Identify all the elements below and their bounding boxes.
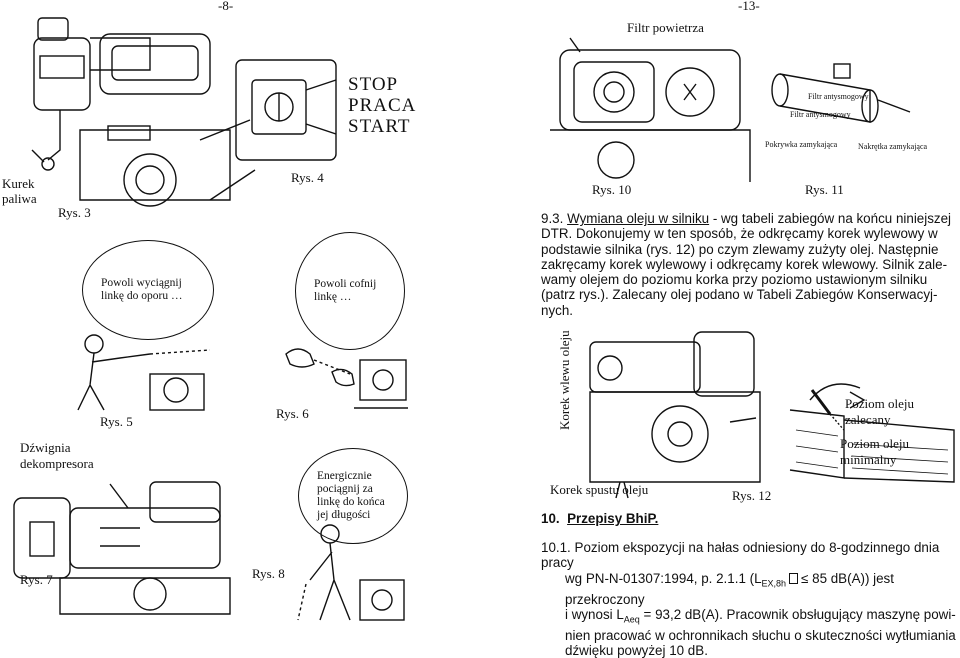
figure-5-caption: Rys. 5 xyxy=(100,414,133,429)
person-pulling-starter-figure xyxy=(77,334,210,411)
engine-air-filter-figure xyxy=(550,37,751,182)
figure-6-caption: Rys. 6 xyxy=(276,406,309,421)
engine-decompressor-figure xyxy=(13,481,231,615)
air-filter-label: Filtr powietrza xyxy=(627,20,704,35)
switch-positions-label: STOP PRACA START xyxy=(348,74,417,137)
section-9-3-title: Wymiana oleju w silniku xyxy=(567,211,710,226)
oil-filler-plug-label: Korek wlewu oleju xyxy=(557,330,572,430)
oil-level-recommended-label: Poziom oleju zalecany xyxy=(845,396,914,427)
antismog-filter-label-small: Filtr antysmogowy xyxy=(790,110,851,119)
oil-level-gauge-figure xyxy=(789,383,955,483)
antismog-filter-label: Filtr antysmogowy xyxy=(808,92,869,101)
figure-8-caption: Rys. 8 xyxy=(252,566,285,581)
speech-bubble-pull-vigorously: Energicznie pociągnij za linkę do końca … xyxy=(298,448,408,544)
oil-level-minimum-label: Poziom oleju minimalny xyxy=(840,436,909,467)
section-9-3-line-3: podstawie silnika (rys. 12) po czym zlew… xyxy=(541,241,939,257)
oil-drain-plug-label: Korek spustu oleju xyxy=(550,482,649,497)
cover-label: Pokrywka zamykająca xyxy=(765,140,838,149)
section-10-1: 10.1. Poziom ekspozycji na hałas odniesi… xyxy=(541,540,956,658)
section-9-3-line-5: wamy olejem do poziomu korka przy poziom… xyxy=(541,272,928,288)
figure-7-caption: Rys. 7 xyxy=(20,572,53,587)
section-9-3-line-7: nych. xyxy=(541,302,574,318)
speech-bubble-pull-slowly: Powoli wyciągnij linkę do oporu … xyxy=(82,240,214,340)
page-number-left: -8- xyxy=(218,0,234,13)
section-9-3: 9.3. Wymiana oleju w silniku - wg tabeli… xyxy=(541,211,957,318)
nut-label: Nakrętka zamykająca xyxy=(858,142,928,151)
person-pulling-vigorously-figure xyxy=(297,524,405,621)
engine-fuel-tank-figure xyxy=(31,17,256,207)
figure-11-caption: Rys. 11 xyxy=(805,182,844,197)
page-number-right: -13- xyxy=(738,0,760,13)
figure-4-caption: Rys. 4 xyxy=(291,170,324,185)
antismog-filter-figure xyxy=(771,63,911,123)
figure-3-caption: Rys. 3 xyxy=(58,205,91,220)
hand-pulling-rope-figure xyxy=(285,348,408,409)
fuel-valve-label: Kurek paliwa xyxy=(2,176,37,206)
speech-bubble-release-slowly: Powoli cofnij linkę … xyxy=(295,232,405,350)
engine-oil-plugs-figure xyxy=(589,331,761,499)
section-9-3-number: 9.3. xyxy=(541,211,564,226)
stop-run-start-switch-figure xyxy=(235,59,337,161)
figure-10-caption: Rys. 10 xyxy=(592,182,632,197)
decompressor-lever-label: Dźwignia dekompresora xyxy=(20,440,94,471)
section-9-3-line-6: (patrz rys.). Zalecany olej podano w Tab… xyxy=(541,287,938,303)
section-9-3-line-4: zakręcamy korek wylewowy i odkręcamy kor… xyxy=(541,256,948,272)
section-9-3-line-1: - wg tabeli zabiegów na końcu niniejszej xyxy=(709,211,952,226)
section-10-heading: 10. Przepisy BhiP. xyxy=(541,511,659,526)
figure-12-caption: Rys. 12 xyxy=(732,488,772,503)
section-9-3-line-2: DTR. Dokonujemy w ten sposób, że odkręca… xyxy=(541,226,938,242)
